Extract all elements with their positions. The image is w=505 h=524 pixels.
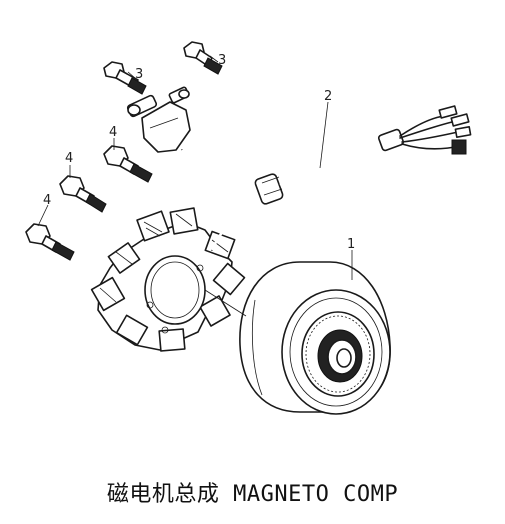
diagram-caption: 磁电机总成 MAGNETO COMP: [106, 482, 399, 507]
callout-3-bolt-left: 3: [135, 67, 143, 82]
bolt-3-right: [183, 41, 223, 75]
callout-4-bolt-stator-a: 4: [65, 151, 73, 166]
flywheel-rotor: [239, 261, 391, 415]
stator-coil-assembly: [90, 207, 247, 352]
callout-4-bolt-stator-b: 4: [43, 193, 51, 208]
bolt-4-stator-a: [59, 175, 107, 213]
callout-leaders: [37, 55, 353, 280]
callout-2-harness: 2: [324, 89, 332, 104]
callout-3-bolt-right: 3: [218, 53, 226, 68]
pickup-coil: [126, 86, 191, 153]
bolt-4-stator-b: [25, 223, 75, 261]
wiring-harness: [180, 105, 472, 251]
bolt-3-left: [103, 61, 147, 95]
bolt-4-pickup: [103, 145, 153, 183]
callout-1-flywheel: 1: [347, 237, 355, 252]
callout-4-bolt-pickup: 4: [109, 125, 117, 140]
